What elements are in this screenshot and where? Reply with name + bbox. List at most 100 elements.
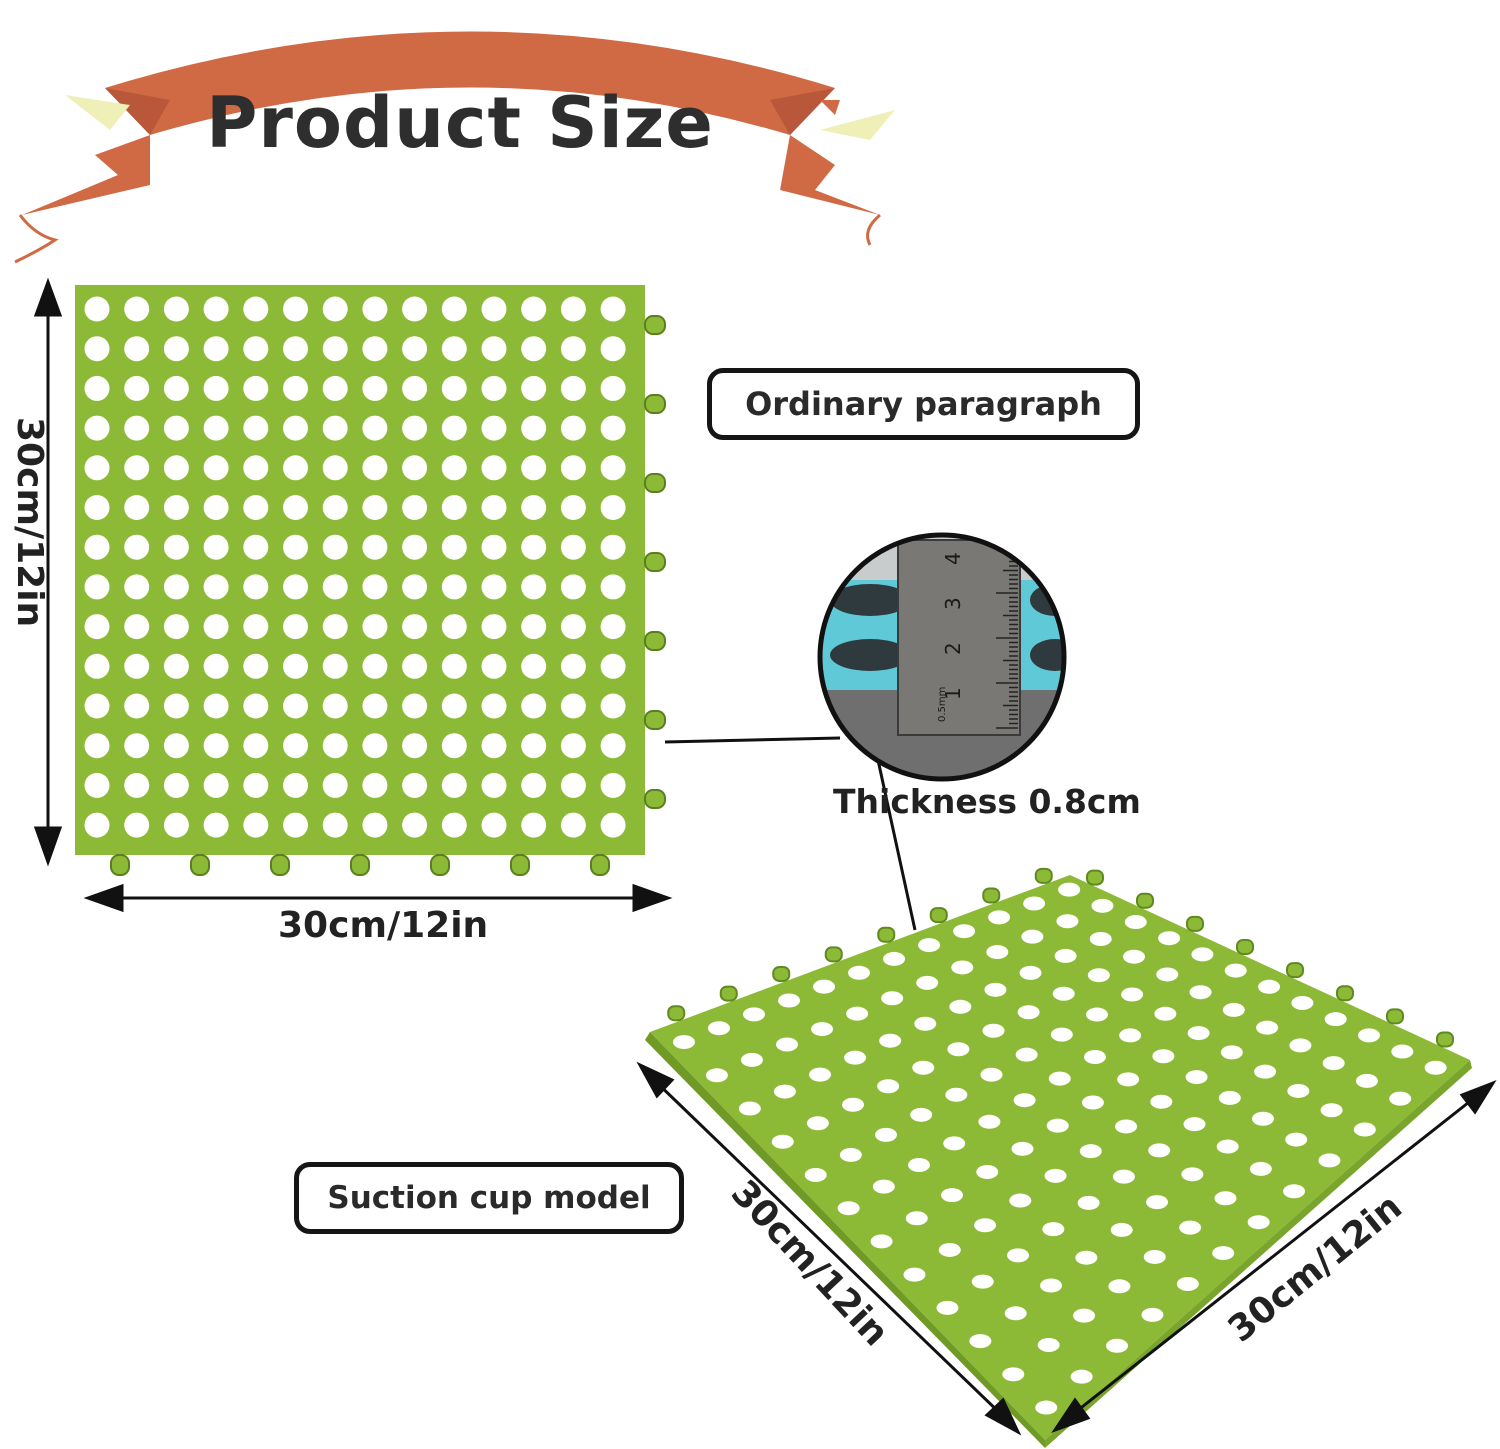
iso-mat-hole [1254,1064,1277,1079]
iso-mat-hole [740,1052,763,1067]
iso-mat-hole [905,1211,928,1226]
mat-hole [163,495,189,520]
mat-hole [600,653,626,679]
mat-hole [283,296,308,322]
mat-hole [560,534,586,560]
mat-hole [243,534,269,560]
mat-hole [481,693,507,719]
mat-hole [600,495,626,520]
mat-hole [84,495,110,520]
iso-mat-hole [978,1114,1001,1129]
iso-mat-hole [813,979,836,994]
iso-mat-hole [941,1188,964,1203]
mat-hole [203,772,229,798]
iso-mat-hole [809,1067,832,1082]
iso-mat-hole [1212,1246,1235,1261]
iso-mat-hole [848,965,871,980]
iso-mat-hole [1023,896,1046,911]
iso-mat-hole [1046,1118,1069,1133]
mat-hole [521,653,547,679]
iso-mat-hole [1154,1006,1177,1021]
mat-hole [560,614,586,640]
mat-hole [203,733,229,759]
iso-mat-hole [872,1179,895,1194]
mat-hole [481,455,507,481]
iso-mat-hole [1222,1002,1245,1017]
mat-hole [84,296,110,322]
mat-hole [481,415,507,441]
mat-hole [124,534,150,560]
iso-mat-hole [1075,1250,1098,1265]
iso-mat-hole [1291,995,1314,1010]
iso-mat-hole [846,1006,869,1021]
mat-hole [163,375,189,401]
iso-mat-hole [881,991,904,1006]
iso-connector-tab [719,985,738,1002]
mat-hole [124,653,150,679]
iso-connector-tab [1436,1031,1454,1048]
iso-mat-hole [1158,931,1181,946]
iso-mat-hole [945,1087,968,1102]
mat-hole [322,455,348,481]
iso-mat-hole [1121,987,1144,1002]
iso-mat-hole [1355,1073,1378,1088]
iso-mat-hole [771,1134,794,1149]
mat-hole [322,534,348,560]
mat-hole [124,693,150,719]
mat-hole [362,534,388,560]
iso-mat-hole [1004,1306,1027,1321]
iso-mat-hole [1015,1047,1038,1062]
mat-hole [84,415,110,441]
mat-hole [322,693,348,719]
iso-mat-hole [1318,1153,1341,1168]
iso-mat-hole [1189,985,1212,1000]
mat-hole [560,455,586,481]
mat-hole [600,455,626,481]
mat-hole [84,693,110,719]
flat-mat [75,285,666,876]
mat-hole [322,296,348,322]
mat-hole [283,653,308,679]
mat-hole [283,375,308,401]
mat-hole [600,614,626,640]
mat-hole [600,296,626,322]
iso-mat-hole [938,1242,961,1257]
iso-mat-hole [1042,1222,1065,1237]
mat-connector-tab [644,473,666,493]
mat-hole [243,733,269,759]
mat-hole [84,574,110,600]
mat-hole [402,653,428,679]
iso-mat-hole [1324,1012,1347,1027]
mat-hole [124,455,150,481]
iso-mat-hole [804,1167,827,1182]
mat-hole [441,812,467,838]
mat-hole [163,534,189,560]
iso-mat-hole [1353,1122,1376,1137]
iso-mat-hole [918,938,941,953]
iso-mat-hole [936,1300,959,1315]
mat-hole [402,733,428,759]
iso-mat-hole [1249,1161,1272,1176]
iso-mat-hole [969,1334,992,1349]
mat-hole [402,693,428,719]
iso-mat-hole [1389,1091,1412,1106]
iso-mat-hole [1083,1049,1106,1064]
iso-mat-hole [1040,1278,1063,1293]
mat-hole [600,534,626,560]
iso-mat-hole [982,1023,1005,1038]
mat-hole [560,733,586,759]
mat-hole [322,812,348,838]
mat-hole [124,495,150,520]
mat-hole [243,653,269,679]
mat-hole [84,812,110,838]
iso-mat-hole [1256,1020,1279,1035]
mat-hole [243,614,269,640]
mat-hole [243,415,269,441]
mat-hole [124,574,150,600]
mat-hole [124,733,150,759]
iso-mat-hole [1150,1094,1173,1109]
iso-mat-hole [951,960,974,975]
mat-hole [322,336,348,362]
mat-hole [203,375,229,401]
mat-hole [243,455,269,481]
